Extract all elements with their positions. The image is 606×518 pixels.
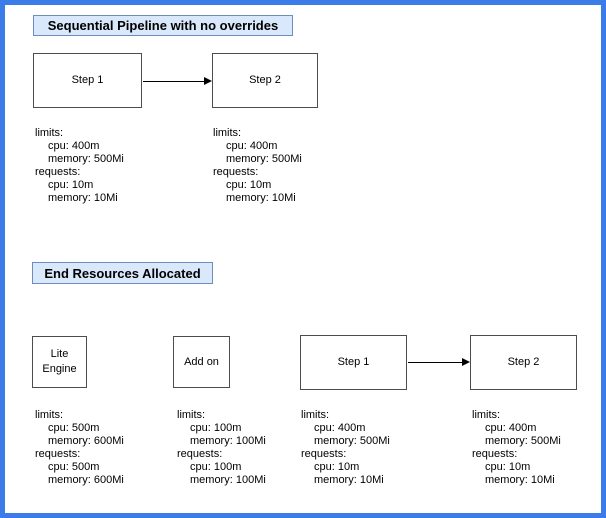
resource-line: limits: <box>472 409 501 421</box>
arrow-line <box>143 81 205 82</box>
resource-line: cpu: 10m <box>485 461 531 473</box>
resource-line: cpu: 10m <box>314 461 360 473</box>
resource-line: memory: 100Mi <box>190 474 266 486</box>
resource-line: cpu: 10m <box>226 179 272 191</box>
node-lite-engine: Lite Engine <box>32 336 87 388</box>
section-title-pipeline: Sequential Pipeline with no overrides <box>33 15 293 36</box>
resource-line: requests: <box>213 166 259 178</box>
resource-line: memory: 500Mi <box>485 435 561 447</box>
arrow-head <box>462 358 470 366</box>
resource-line: cpu: 100m <box>190 461 242 473</box>
resource-line: limits: <box>177 409 206 421</box>
resource-line: requests: <box>472 448 518 460</box>
arrow-step1-to-step2-top <box>143 77 212 85</box>
resource-line: cpu: 400m <box>226 140 278 152</box>
resource-line: cpu: 400m <box>485 422 537 434</box>
resource-block-add-on: limits: cpu: 100m memory: 100Mi requests… <box>177 409 266 487</box>
resource-line: requests: <box>177 448 223 460</box>
resource-block-lite-engine: limits: cpu: 500m memory: 600Mi requests… <box>35 409 124 487</box>
resource-line: limits: <box>35 127 64 139</box>
resource-line: limits: <box>35 409 64 421</box>
resource-line: cpu: 500m <box>48 422 100 434</box>
node-add-on: Add on <box>173 336 230 388</box>
resource-line: requests: <box>35 166 81 178</box>
resource-line: memory: 10Mi <box>226 192 296 204</box>
arrow-line <box>408 362 463 363</box>
resource-block-step1-top: limits: cpu: 400m memory: 500Mi requests… <box>35 127 124 205</box>
node-step2-bottom: Step 2 <box>470 335 577 390</box>
resource-line: limits: <box>213 127 242 139</box>
resource-line: memory: 600Mi <box>48 474 124 486</box>
resource-line: cpu: 500m <box>48 461 100 473</box>
resource-block-step1-bottom: limits: cpu: 400m memory: 500Mi requests… <box>301 409 390 487</box>
node-step1-top: Step 1 <box>33 53 142 108</box>
resource-block-step2-top: limits: cpu: 400m memory: 500Mi requests… <box>213 127 302 205</box>
node-step2-top: Step 2 <box>212 53 318 108</box>
resource-line: memory: 500Mi <box>314 435 390 447</box>
arrow-step1-to-step2-bottom <box>408 358 470 366</box>
resource-line: memory: 600Mi <box>48 435 124 447</box>
resource-line: memory: 500Mi <box>226 153 302 165</box>
arrow-head <box>204 77 212 85</box>
resource-line: cpu: 100m <box>190 422 242 434</box>
resource-line: cpu: 400m <box>314 422 366 434</box>
section-title-end-resources: End Resources Allocated <box>32 262 213 284</box>
resource-line: memory: 500Mi <box>48 153 124 165</box>
resource-line: requests: <box>35 448 81 460</box>
resource-line: memory: 10Mi <box>48 192 118 204</box>
resource-block-step2-bottom: limits: cpu: 400m memory: 500Mi requests… <box>472 409 561 487</box>
resource-line: memory: 10Mi <box>314 474 384 486</box>
resource-line: memory: 10Mi <box>485 474 555 486</box>
node-step1-bottom: Step 1 <box>300 335 407 390</box>
resource-line: limits: <box>301 409 330 421</box>
resource-line: memory: 100Mi <box>190 435 266 447</box>
resource-line: cpu: 10m <box>48 179 94 191</box>
resource-line: requests: <box>301 448 347 460</box>
resource-line: cpu: 400m <box>48 140 100 152</box>
